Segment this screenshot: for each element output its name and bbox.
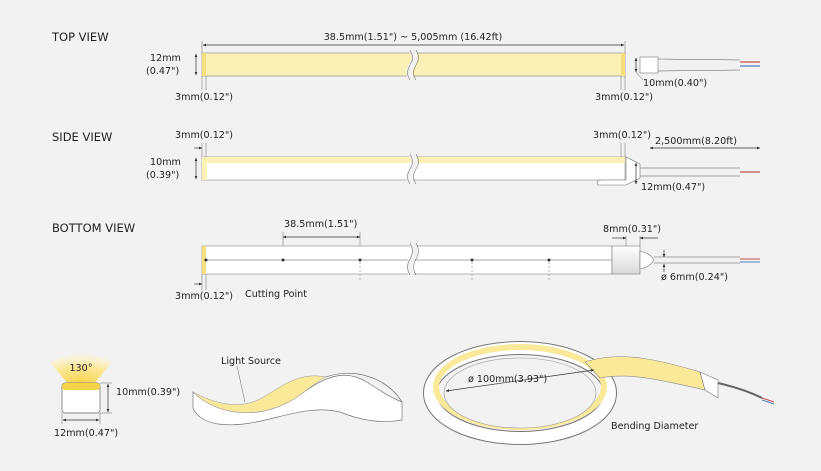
top-break-gap bbox=[406, 48, 418, 82]
cut-point-5 bbox=[547, 258, 551, 262]
side-cap-label: 12mm(0.47") bbox=[641, 182, 705, 193]
bottom-cap-nose bbox=[639, 250, 655, 270]
bottom-break-gap bbox=[406, 241, 418, 277]
bending-coil: ø 100mm(3.93") Bending Diameter bbox=[423, 341, 775, 445]
top-width-mm: 12mm bbox=[150, 53, 181, 64]
bottom-endcap-left bbox=[202, 246, 206, 274]
coil-cable-cap bbox=[699, 371, 719, 399]
side-end-right-label: 3mm(0.12") bbox=[593, 130, 651, 141]
top-cap-label: 10mm(0.40") bbox=[643, 78, 707, 89]
top-cap-leader bbox=[635, 71, 644, 81]
cut-point-2 bbox=[281, 258, 285, 262]
cross-section: 130° 10mm(0.39") 12mm(0.47") bbox=[50, 354, 180, 439]
top-end-left-label: 3mm(0.12") bbox=[175, 92, 233, 103]
top-endcap-left bbox=[202, 53, 206, 76]
side-height-mm: 10mm bbox=[150, 157, 181, 168]
top-width-in: (0.47") bbox=[146, 66, 179, 77]
side-cable-cap bbox=[596, 156, 641, 186]
light-source-label: Light Source bbox=[221, 356, 281, 367]
side-height-in: (0.39") bbox=[146, 170, 179, 181]
beam-angle-fan bbox=[50, 354, 112, 384]
bottom-break-mark bbox=[407, 242, 419, 276]
side-break-gap bbox=[406, 152, 418, 186]
top-cable-jacket bbox=[657, 58, 741, 72]
profile-height-label: 10mm(0.39") bbox=[116, 387, 180, 398]
cut-point-1 bbox=[204, 258, 208, 262]
bottom-pitch-label: 38.5mm(1.51") bbox=[284, 219, 357, 230]
bottom-end-left-label: 3mm(0.12") bbox=[175, 291, 233, 302]
top-view: TOP VIEW 38.5mm(1.51") ~ 5,005mm (16.42f… bbox=[51, 30, 760, 103]
side-view: SIDE VIEW 3mm(0.12") 3mm(0.12") 2,500mm(… bbox=[52, 130, 761, 193]
top-cable-cap bbox=[639, 56, 659, 74]
profile-width-label: 12mm(0.47") bbox=[54, 428, 118, 439]
cutting-point-label: Cutting Point bbox=[245, 289, 307, 300]
side-endcap-left bbox=[202, 157, 207, 180]
top-view-title: TOP VIEW bbox=[51, 30, 109, 44]
bottom-view: BOTTOM VIEW 38.5mm(1.51") 8mm(0.31") ø 6… bbox=[52, 219, 760, 302]
side-cable-jacket bbox=[640, 167, 740, 177]
top-length-label: 38.5mm(1.51") ~ 5,005mm (16.42ft) bbox=[324, 32, 503, 43]
coil-wire-blue bbox=[761, 399, 775, 405]
top-endcap-right bbox=[621, 53, 625, 76]
side-cable-label: 2,500mm(8.20ft) bbox=[655, 136, 737, 147]
coil-diameter-dim-line bbox=[445, 369, 595, 392]
coil-wire-red bbox=[761, 397, 775, 403]
coil-inner-hole bbox=[443, 357, 597, 429]
cut-point-4 bbox=[470, 258, 474, 262]
side-break-mark bbox=[407, 153, 419, 185]
bottom-cable-cap bbox=[611, 245, 641, 275]
light-source-leader bbox=[236, 365, 246, 403]
profile-light-face bbox=[62, 383, 100, 390]
side-end-left-label: 3mm(0.12") bbox=[175, 130, 233, 141]
top-end-right-label: 3mm(0.12") bbox=[595, 92, 653, 103]
side-view-title: SIDE VIEW bbox=[52, 130, 112, 144]
bending-diameter-label: Bending Diameter bbox=[611, 421, 698, 432]
twisted-strip: Light Source bbox=[192, 356, 403, 426]
coil-cable bbox=[717, 382, 763, 399]
beam-angle-label: 130° bbox=[69, 363, 92, 374]
bottom-cap-label: 8mm(0.31") bbox=[603, 224, 661, 235]
bottom-cable-jacket bbox=[654, 256, 740, 264]
twist-light-face bbox=[192, 375, 327, 413]
bottom-dia-label: ø 6mm(0.24") bbox=[661, 272, 728, 283]
twist-top-edge bbox=[325, 372, 403, 403]
coil-diameter-label: ø 100mm(3.93") bbox=[468, 374, 547, 385]
bottom-view-title: BOTTOM VIEW bbox=[52, 221, 135, 235]
top-break-mark bbox=[407, 49, 419, 81]
cut-point-3 bbox=[358, 258, 362, 262]
